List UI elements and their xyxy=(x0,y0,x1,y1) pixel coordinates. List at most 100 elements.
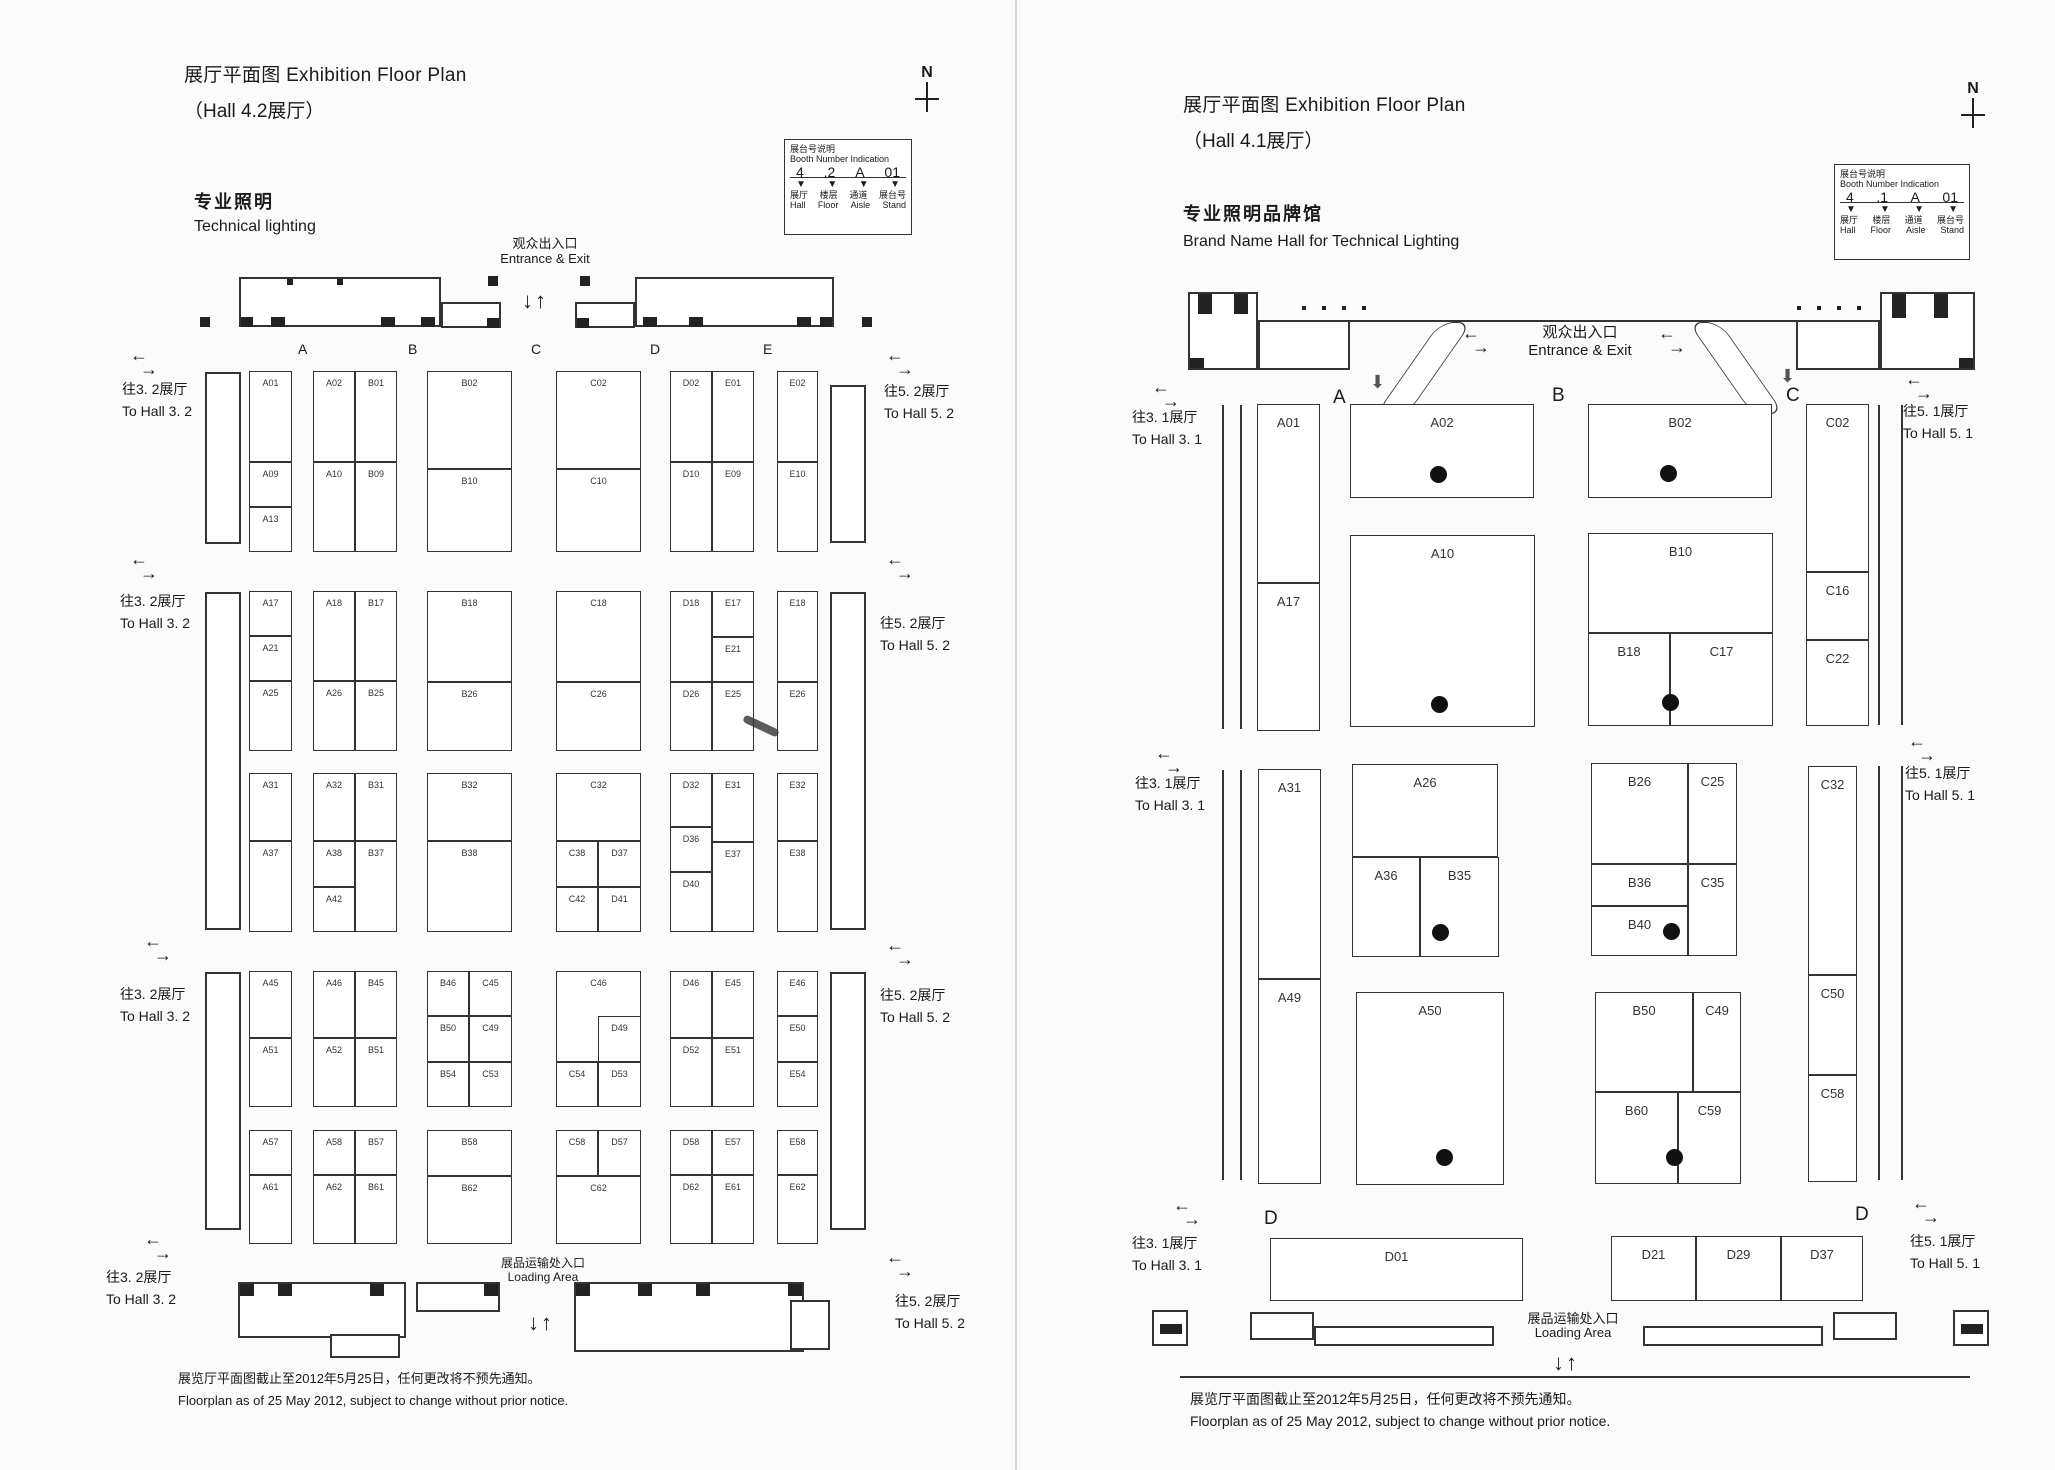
booth-b02[interactable]: B02 xyxy=(1588,404,1772,498)
booth-c53[interactable]: C53 xyxy=(469,1062,512,1107)
booth-a02[interactable]: A02 xyxy=(313,371,355,462)
booth-e61[interactable]: E61 xyxy=(712,1175,754,1244)
booth-a13[interactable]: A13 xyxy=(249,507,292,552)
booth-c10[interactable]: C10 xyxy=(556,469,641,552)
booth-c42[interactable]: C42 xyxy=(556,887,598,932)
booth-c35[interactable]: C35 xyxy=(1688,864,1737,956)
booth-a61[interactable]: A61 xyxy=(249,1175,292,1244)
booth-a09[interactable]: A09 xyxy=(249,462,292,507)
booth-a31[interactable]: A31 xyxy=(1258,769,1321,979)
booth-a10[interactable]: A10 xyxy=(1350,535,1535,727)
booth-b26[interactable]: B26 xyxy=(427,682,512,751)
booth-b51[interactable]: B51 xyxy=(355,1038,397,1107)
booth-b36[interactable]: B36 xyxy=(1591,864,1688,906)
booth-e57[interactable]: E57 xyxy=(712,1130,754,1175)
booth-a25[interactable]: A25 xyxy=(249,681,292,751)
booth-c45[interactable]: C45 xyxy=(469,971,512,1016)
booth-b50[interactable]: B50 xyxy=(427,1016,469,1062)
booth-e09[interactable]: E09 xyxy=(712,462,754,552)
booth-c58[interactable]: C58 xyxy=(556,1130,598,1176)
booth-c59[interactable]: C59 xyxy=(1678,1092,1741,1184)
booth-e31[interactable]: E31 xyxy=(712,773,754,842)
booth-a58[interactable]: A58 xyxy=(313,1130,355,1175)
booth-a36[interactable]: A36 xyxy=(1352,857,1420,957)
booth-e32[interactable]: E32 xyxy=(777,773,818,841)
booth-e58[interactable]: E58 xyxy=(777,1130,818,1175)
booth-e62[interactable]: E62 xyxy=(777,1175,818,1244)
booth-a49[interactable]: A49 xyxy=(1258,979,1321,1184)
booth-b57[interactable]: B57 xyxy=(355,1130,397,1175)
booth-b18[interactable]: B18 xyxy=(427,591,512,682)
booth-c50[interactable]: C50 xyxy=(1808,975,1857,1075)
booth-b37[interactable]: B37 xyxy=(355,841,397,932)
booth-b25[interactable]: B25 xyxy=(355,681,397,751)
booth-b10[interactable]: B10 xyxy=(427,469,512,552)
booth-d62[interactable]: D62 xyxy=(670,1175,712,1244)
booth-e54[interactable]: E54 xyxy=(777,1062,818,1107)
booth-c18[interactable]: C18 xyxy=(556,591,641,682)
booth-e01[interactable]: E01 xyxy=(712,371,754,462)
booth-d02[interactable]: D02 xyxy=(670,371,712,462)
booth-a10[interactable]: A10 xyxy=(313,462,355,552)
booth-a02[interactable]: A02 xyxy=(1350,404,1534,498)
booth-b38[interactable]: B38 xyxy=(427,841,512,932)
booth-a50[interactable]: A50 xyxy=(1356,992,1504,1185)
booth-c02[interactable]: C02 xyxy=(1806,404,1869,572)
booth-e21[interactable]: E21 xyxy=(712,637,754,682)
booth-b10[interactable]: B10 xyxy=(1588,533,1773,633)
booth-d57[interactable]: D57 xyxy=(598,1130,641,1176)
booth-d21[interactable]: D21 xyxy=(1611,1236,1696,1301)
booth-a17[interactable]: A17 xyxy=(1257,583,1320,731)
booth-d10[interactable]: D10 xyxy=(670,462,712,552)
booth-a18[interactable]: A18 xyxy=(313,591,355,681)
booth-d26[interactable]: D26 xyxy=(670,682,712,751)
booth-c22[interactable]: C22 xyxy=(1806,640,1869,726)
booth-a01[interactable]: A01 xyxy=(1257,404,1320,583)
booth-d40[interactable]: D40 xyxy=(670,872,712,932)
booth-c25[interactable]: C25 xyxy=(1688,763,1737,864)
booth-a38[interactable]: A38 xyxy=(313,841,355,887)
booth-d36[interactable]: D36 xyxy=(670,827,712,872)
booth-b17[interactable]: B17 xyxy=(355,591,397,681)
booth-e17[interactable]: E17 xyxy=(712,591,754,637)
booth-d58[interactable]: D58 xyxy=(670,1130,712,1175)
booth-e46[interactable]: E46 xyxy=(777,971,818,1016)
booth-a17[interactable]: A17 xyxy=(249,591,292,636)
booth-a45[interactable]: A45 xyxy=(249,971,292,1038)
booth-b01[interactable]: B01 xyxy=(355,371,397,462)
booth-a26[interactable]: A26 xyxy=(313,681,355,751)
booth-c02[interactable]: C02 xyxy=(556,371,641,469)
booth-c38[interactable]: C38 xyxy=(556,841,598,887)
booth-d01[interactable]: D01 xyxy=(1270,1238,1523,1301)
booth-e45[interactable]: E45 xyxy=(712,971,754,1038)
booth-d41[interactable]: D41 xyxy=(598,887,641,932)
booth-a26[interactable]: A26 xyxy=(1352,764,1498,857)
booth-a37[interactable]: A37 xyxy=(249,841,292,932)
booth-b58[interactable]: B58 xyxy=(427,1130,512,1176)
booth-c26[interactable]: C26 xyxy=(556,682,641,751)
booth-a51[interactable]: A51 xyxy=(249,1038,292,1107)
booth-c54[interactable]: C54 xyxy=(556,1062,598,1107)
booth-a42[interactable]: A42 xyxy=(313,887,355,932)
booth-b61[interactable]: B61 xyxy=(355,1175,397,1244)
booth-e02[interactable]: E02 xyxy=(777,371,818,462)
booth-a57[interactable]: A57 xyxy=(249,1130,292,1175)
booth-c58[interactable]: C58 xyxy=(1808,1075,1857,1182)
booth-d29[interactable]: D29 xyxy=(1696,1236,1781,1301)
booth-c16[interactable]: C16 xyxy=(1806,572,1869,640)
booth-e26[interactable]: E26 xyxy=(777,682,818,751)
booth-b18[interactable]: B18 xyxy=(1588,633,1670,726)
booth-a32[interactable]: A32 xyxy=(313,773,355,841)
booth-b35[interactable]: B35 xyxy=(1420,857,1499,957)
booth-b62[interactable]: B62 xyxy=(427,1176,512,1244)
booth-a01[interactable]: A01 xyxy=(249,371,292,462)
booth-b45[interactable]: B45 xyxy=(355,971,397,1038)
booth-a31[interactable]: A31 xyxy=(249,773,292,841)
booth-c32[interactable]: C32 xyxy=(1808,766,1857,975)
booth-e50[interactable]: E50 xyxy=(777,1016,818,1062)
booth-e51[interactable]: E51 xyxy=(712,1038,754,1107)
booth-b46[interactable]: B46 xyxy=(427,971,469,1016)
booth-d18[interactable]: D18 xyxy=(670,591,712,682)
booth-b32[interactable]: B32 xyxy=(427,773,512,841)
booth-b54[interactable]: B54 xyxy=(427,1062,469,1107)
